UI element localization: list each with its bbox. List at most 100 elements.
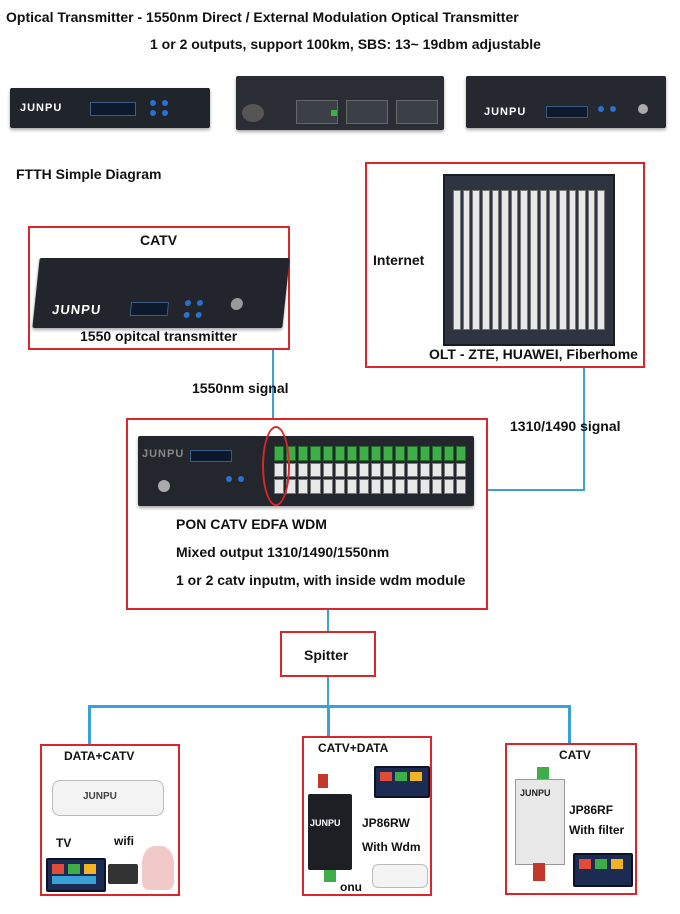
port [358,479,369,494]
drop-1 [88,705,91,745]
catv-box: CATV JUNPU 1550 opitcal transmitter [28,226,290,350]
link-1550 [272,348,274,430]
port [346,446,357,461]
port [334,462,345,478]
panel-button [183,312,191,318]
port [407,446,418,461]
optical-receiver-icon: JUNPU [308,794,352,870]
product-photo-3: JUNPU [466,76,666,128]
endpoint-2-label-a: JP86RW [362,816,410,830]
port [443,446,454,461]
port [455,479,466,494]
endpoint-1-title: DATA+CATV [64,749,135,763]
port [298,479,309,494]
drop-3 [568,705,571,743]
catv-caption: 1550 opitcal transmitter [80,328,238,344]
tablet-tv-icon [573,853,633,887]
connector-icon [318,774,328,788]
link-splitter-bus [327,676,329,706]
edfa-line-3: 1 or 2 catv inputm, with inside wdm modu… [176,572,466,588]
lcd-screen [129,302,170,316]
port [383,462,394,478]
port [395,446,406,461]
panel-button [162,110,168,116]
edfa-line-1: PON CATV EDFA WDM [176,516,327,532]
tablet-tv-icon [374,766,430,798]
panel-button [598,106,604,112]
laptop-icon [108,864,138,884]
olt-caption: OLT - ZTE, HUAWEI, Fiberhome [429,346,638,362]
endpoint-2-label-b: With Wdm [362,840,421,854]
panel-button [610,106,616,112]
panel-button [226,476,232,482]
endpoint-3-box: CATV JUNPU JP86RF With filter [505,743,637,895]
port [358,446,369,461]
lcd-screen [546,106,588,118]
endpoint-2-title: CATV+DATA [318,741,389,755]
section-title: FTTH Simple Diagram [16,166,162,182]
edfa-line-2: Mixed output 1310/1490/1550nm [176,544,390,560]
endpoint-1-label-b: wifi [114,834,134,848]
port [383,479,394,494]
line-card [530,190,538,330]
brand-logo: JUNPU [484,106,527,118]
port [310,479,321,494]
port [322,479,333,494]
port [298,462,309,478]
lcd-screen [90,102,136,116]
child-photo [142,846,174,890]
port [334,479,345,494]
port [371,462,382,478]
port [431,479,442,494]
splitter-box: Spitter [280,631,376,677]
port [322,462,333,478]
olt-box: Internet OLT - ZTE, HUAWEI, Fiberhome [365,162,645,368]
link-1310-horizontal [466,489,585,491]
port [407,479,418,494]
line-card [549,190,557,330]
line-card [510,190,519,330]
line-card [453,190,461,330]
panel-button [195,312,203,318]
endpoint-2-label-c: onu [340,880,362,894]
onu-router: JUNPU [52,780,164,816]
green-connector-icon [537,767,549,779]
transmitter-device: JUNPU [32,258,290,328]
port [358,462,369,478]
line-card [491,190,500,330]
module-slot [396,100,438,124]
brand-logo: JUNPU [520,788,551,798]
line-card [501,190,509,330]
port [419,446,430,461]
panel-button [238,476,244,482]
connector-icon [230,298,244,310]
port [371,446,382,461]
endpoint-3-label-a: JP86RF [569,803,614,817]
port [322,446,333,461]
edfa-box: JUNPU PON CATV EDFA WDM Mixed output 131… [126,418,488,610]
lcd-screen [190,450,232,462]
port [310,446,321,461]
onu-router-icon [372,864,428,888]
port [395,479,406,494]
port [443,479,454,494]
port [455,462,466,478]
signal-1310-label: 1310/1490 signal [510,418,621,434]
link-edfa-splitter [327,608,329,632]
port [383,446,394,461]
highlight-ellipse [262,426,290,506]
panel-button [150,110,156,116]
green-connector-icon [324,870,336,882]
line-card [558,190,567,330]
port [407,462,418,478]
port [334,446,345,461]
line-card [472,190,480,330]
panel-button [196,300,204,306]
optical-receiver-icon: JUNPU [515,779,565,865]
connector-icon [533,863,545,881]
signal-1550-label: 1550nm signal [192,380,289,396]
tablet-tv-icon [46,858,106,892]
module-slot [346,100,388,124]
port [346,462,357,478]
key-lock-icon [158,480,170,492]
